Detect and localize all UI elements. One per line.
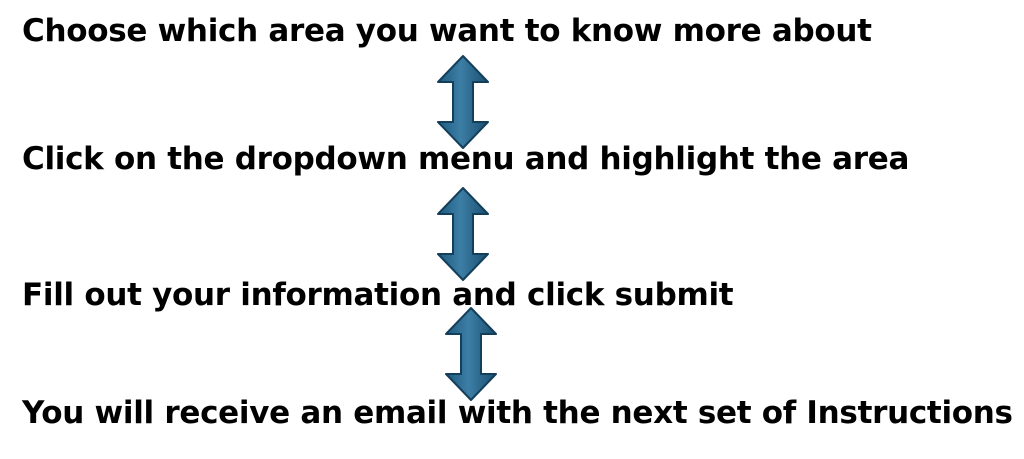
double-arrow-vertical-icon xyxy=(437,55,489,149)
double-arrow-vertical-icon xyxy=(437,187,489,281)
step-4-text: You will receive an email with the next … xyxy=(22,395,1013,431)
double-arrow-vertical-icon xyxy=(445,307,497,401)
step-1-text: Choose which area you want to know more … xyxy=(22,13,872,49)
step-2-text: Click on the dropdown menu and highlight… xyxy=(22,141,910,177)
step-3-text: Fill out your information and click subm… xyxy=(22,277,734,313)
